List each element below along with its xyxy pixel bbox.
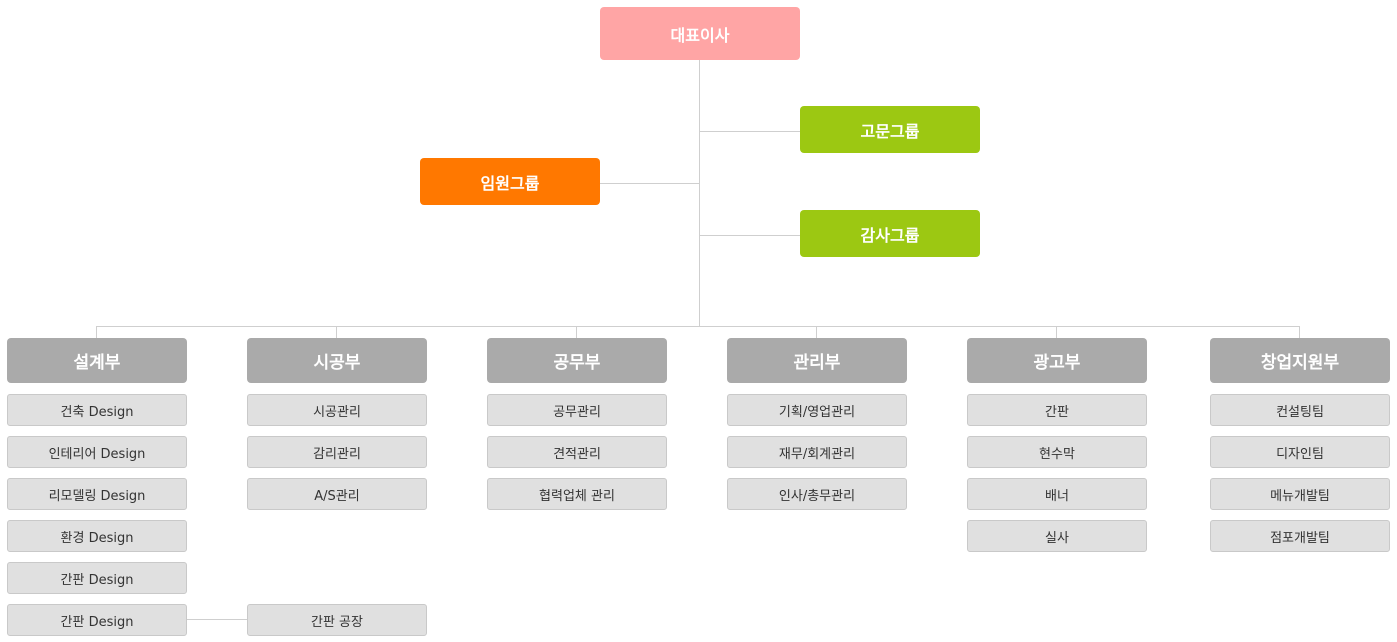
- department-construction: 시공부: [247, 338, 427, 383]
- dept-item: 간판 Design: [7, 562, 187, 594]
- executive-group-node: 임원그룹: [420, 158, 600, 205]
- dept-item: 기획/영업관리: [727, 394, 907, 426]
- dept-item: 실사: [967, 520, 1147, 552]
- dept-item: 재무/회계관리: [727, 436, 907, 468]
- connector-dept-2: [576, 326, 577, 338]
- connector-departments-horizontal: [96, 326, 1300, 327]
- connector-dept-1: [336, 326, 337, 338]
- connector-executive: [600, 183, 699, 184]
- connector-advisory: [699, 131, 800, 132]
- audit-group-node: 감사그룹: [800, 210, 980, 257]
- dept-item: 컨설팅팀: [1210, 394, 1390, 426]
- dept-item: 인사/총무관리: [727, 478, 907, 510]
- dept-item: 점포개발팀: [1210, 520, 1390, 552]
- connector-signboard-factory: [186, 619, 248, 620]
- dept-item: 간판: [967, 394, 1147, 426]
- connector-dept-5: [1299, 326, 1300, 338]
- dept-item: 리모델링 Design: [7, 478, 187, 510]
- dept-item: 현수막: [967, 436, 1147, 468]
- dept-item: 배너: [967, 478, 1147, 510]
- connector-dept-3: [816, 326, 817, 338]
- department-design: 설계부: [7, 338, 187, 383]
- department-public-works: 공무부: [487, 338, 667, 383]
- dept-item: 감리관리: [247, 436, 427, 468]
- connector-dept-0: [96, 326, 97, 338]
- connector-dept-4: [1056, 326, 1057, 338]
- ceo-node: 대표이사: [600, 7, 800, 60]
- dept-item: 건축 Design: [7, 394, 187, 426]
- dept-item: 간판 Design: [7, 604, 187, 636]
- dept-item: 환경 Design: [7, 520, 187, 552]
- dept-item: 인테리어 Design: [7, 436, 187, 468]
- dept-item: 시공관리: [247, 394, 427, 426]
- department-management: 관리부: [727, 338, 907, 383]
- signboard-factory-item: 간판 공장: [247, 604, 427, 636]
- advisory-group-node: 고문그룹: [800, 106, 980, 153]
- connector-ceo-vertical: [699, 60, 700, 327]
- dept-item: 디자인팀: [1210, 436, 1390, 468]
- dept-item: 공무관리: [487, 394, 667, 426]
- dept-item: 협력업체 관리: [487, 478, 667, 510]
- dept-item: 견적관리: [487, 436, 667, 468]
- connector-audit: [699, 235, 800, 236]
- department-advertising: 광고부: [967, 338, 1147, 383]
- department-startup-support: 창업지원부: [1210, 338, 1390, 383]
- dept-item: A/S관리: [247, 478, 427, 510]
- dept-item: 메뉴개발팀: [1210, 478, 1390, 510]
